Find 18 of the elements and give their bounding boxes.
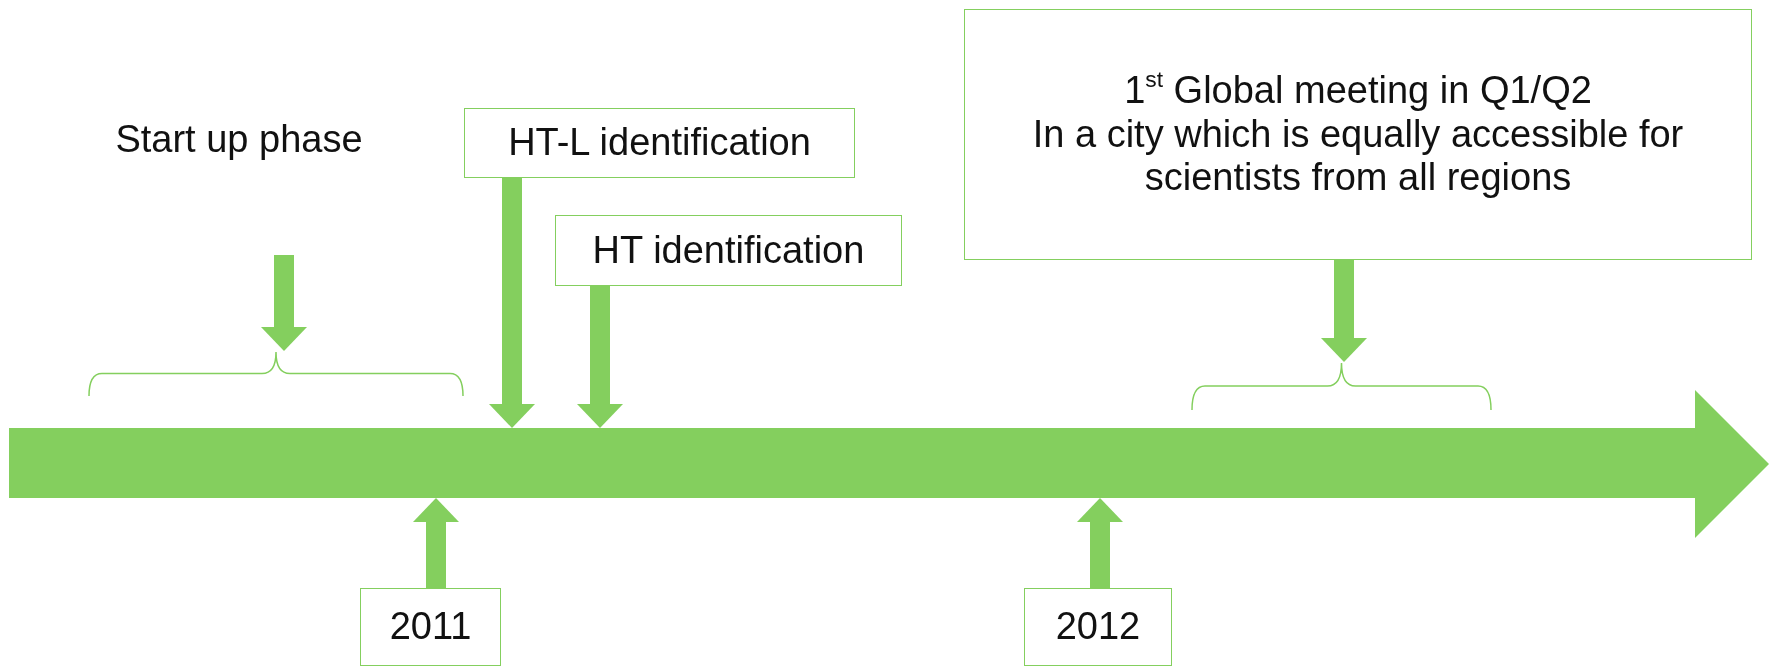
milestone-label: 1$^{st}$ Global meeting in Q1/Q2 — [1124, 68, 1592, 113]
arrow — [489, 178, 535, 428]
milestone-box — [555, 215, 902, 286]
milestone-box — [1024, 588, 1172, 666]
phase-label: Start up phase — [115, 118, 363, 162]
arrow — [1321, 260, 1367, 362]
milestone-label: HT identification — [592, 228, 865, 273]
milestone-box — [360, 588, 501, 666]
arrow — [1077, 498, 1123, 588]
arrow — [413, 498, 459, 588]
milestone-box — [464, 108, 855, 178]
milestone-label: In a city which is equally accessible for scientists from all regions — [1031, 112, 1685, 201]
milestone-label: 2011 — [389, 605, 472, 649]
milestone-label: 2012 — [1055, 605, 1141, 649]
milestone-box — [964, 9, 1752, 260]
milestone-label: HT-L identification — [508, 121, 811, 165]
arrow — [577, 286, 623, 428]
arrow — [261, 255, 307, 351]
